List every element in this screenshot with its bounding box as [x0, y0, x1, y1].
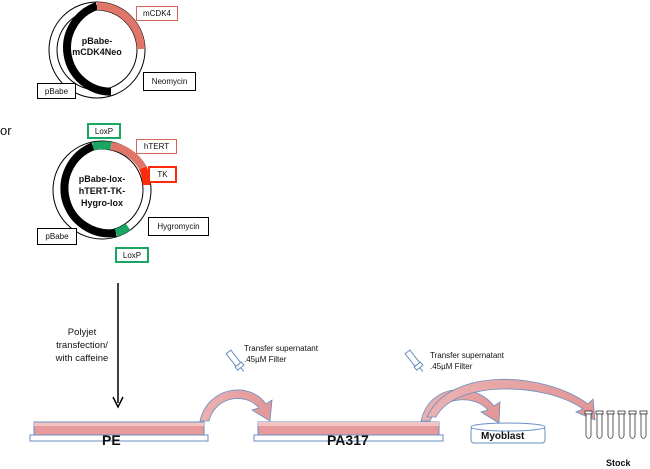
transfection-arrow — [112, 283, 124, 409]
transfer-1-line2: .45µM Filter — [244, 355, 287, 364]
plasmid-2-htert-segment — [110, 141, 147, 171]
transfer-arrow-3 — [426, 378, 596, 421]
label-pbabe-2: pBabe — [37, 228, 77, 245]
plasmid-2-name-line1: pBabe-lox- — [78, 174, 126, 184]
label-tk: TK — [148, 166, 177, 183]
transfer-arrow-1 — [199, 389, 273, 422]
dish-pa317-label: PA317 — [327, 432, 369, 448]
label-mcdk4: mCDK4 — [136, 6, 178, 21]
plasmid-2-loxp-bottom-segment — [114, 223, 131, 237]
stock-tube — [584, 410, 593, 439]
stock-tube — [595, 410, 604, 439]
dish-pe — [29, 421, 209, 442]
filter-icon-2 — [404, 349, 424, 372]
stock-tubes — [584, 410, 648, 439]
transfection-line1: Polyjet — [67, 327, 97, 338]
plasmid-1-ring — [48, 1, 146, 99]
label-pbabe-1: pBabe — [37, 83, 76, 99]
dish-myoblast — [470, 422, 546, 444]
dish-pa317 — [253, 421, 444, 442]
label-hygromycin: Hygromycin — [148, 217, 209, 236]
plasmid-1-mcdk4-segment — [96, 2, 145, 50]
transfer-2-line1: Transfer supernatant — [430, 351, 504, 360]
transfection-label: Polyjet transfection/ with caffeine — [48, 326, 116, 365]
stock-tube — [606, 410, 615, 439]
plasmid-2-pbabe-segment — [60, 142, 117, 238]
stock-tube — [617, 410, 626, 439]
plasmid-2-tk-segment — [139, 166, 151, 186]
label-loxp-bottom: LoxP — [115, 247, 149, 263]
or-text: or — [0, 123, 12, 138]
transfer-1-line1: Transfer supernatant — [244, 344, 318, 353]
plasmid-1-name-line2: mCDK4Neo — [72, 47, 122, 57]
stock-tube — [628, 410, 637, 439]
stock-label: Stock — [606, 458, 631, 468]
transfection-line2: transfection/ — [56, 340, 108, 351]
plasmid-1-name: pBabe- mCDK4Neo — [62, 36, 132, 58]
plasmid-2-name-line2: hTERT-TK- — [78, 186, 126, 196]
transfection-line3: with caffeine — [55, 353, 109, 364]
plasmid-1-name-line1: pBabe- — [81, 36, 113, 46]
plasmid-2-name: pBabe-lox- hTERT-TK- Hygro-lox — [64, 173, 140, 209]
plasmid-2-loxp-top-segment — [92, 141, 112, 151]
dish-pe-label: PE — [102, 432, 121, 448]
dish-myoblast-label: Myoblast — [481, 431, 525, 442]
filter-icon-1 — [225, 349, 245, 372]
plasmid-1-pbabe-segment — [63, 2, 112, 96]
label-loxp-top: LoxP — [87, 123, 121, 139]
plasmid-2-name-line3: Hygro-lox — [80, 198, 123, 208]
transfer-label-1: Transfer supernatant .45µM Filter — [244, 343, 318, 365]
transfer-2-line2: .45µM Filter — [430, 362, 473, 371]
label-neomycin: Neomycin — [143, 72, 196, 91]
plasmid-2-ring — [52, 140, 152, 240]
stock-tube — [639, 410, 648, 439]
label-htert: hTERT — [136, 139, 177, 154]
transfer-label-2: Transfer supernatant .45µM Filter — [430, 350, 504, 372]
